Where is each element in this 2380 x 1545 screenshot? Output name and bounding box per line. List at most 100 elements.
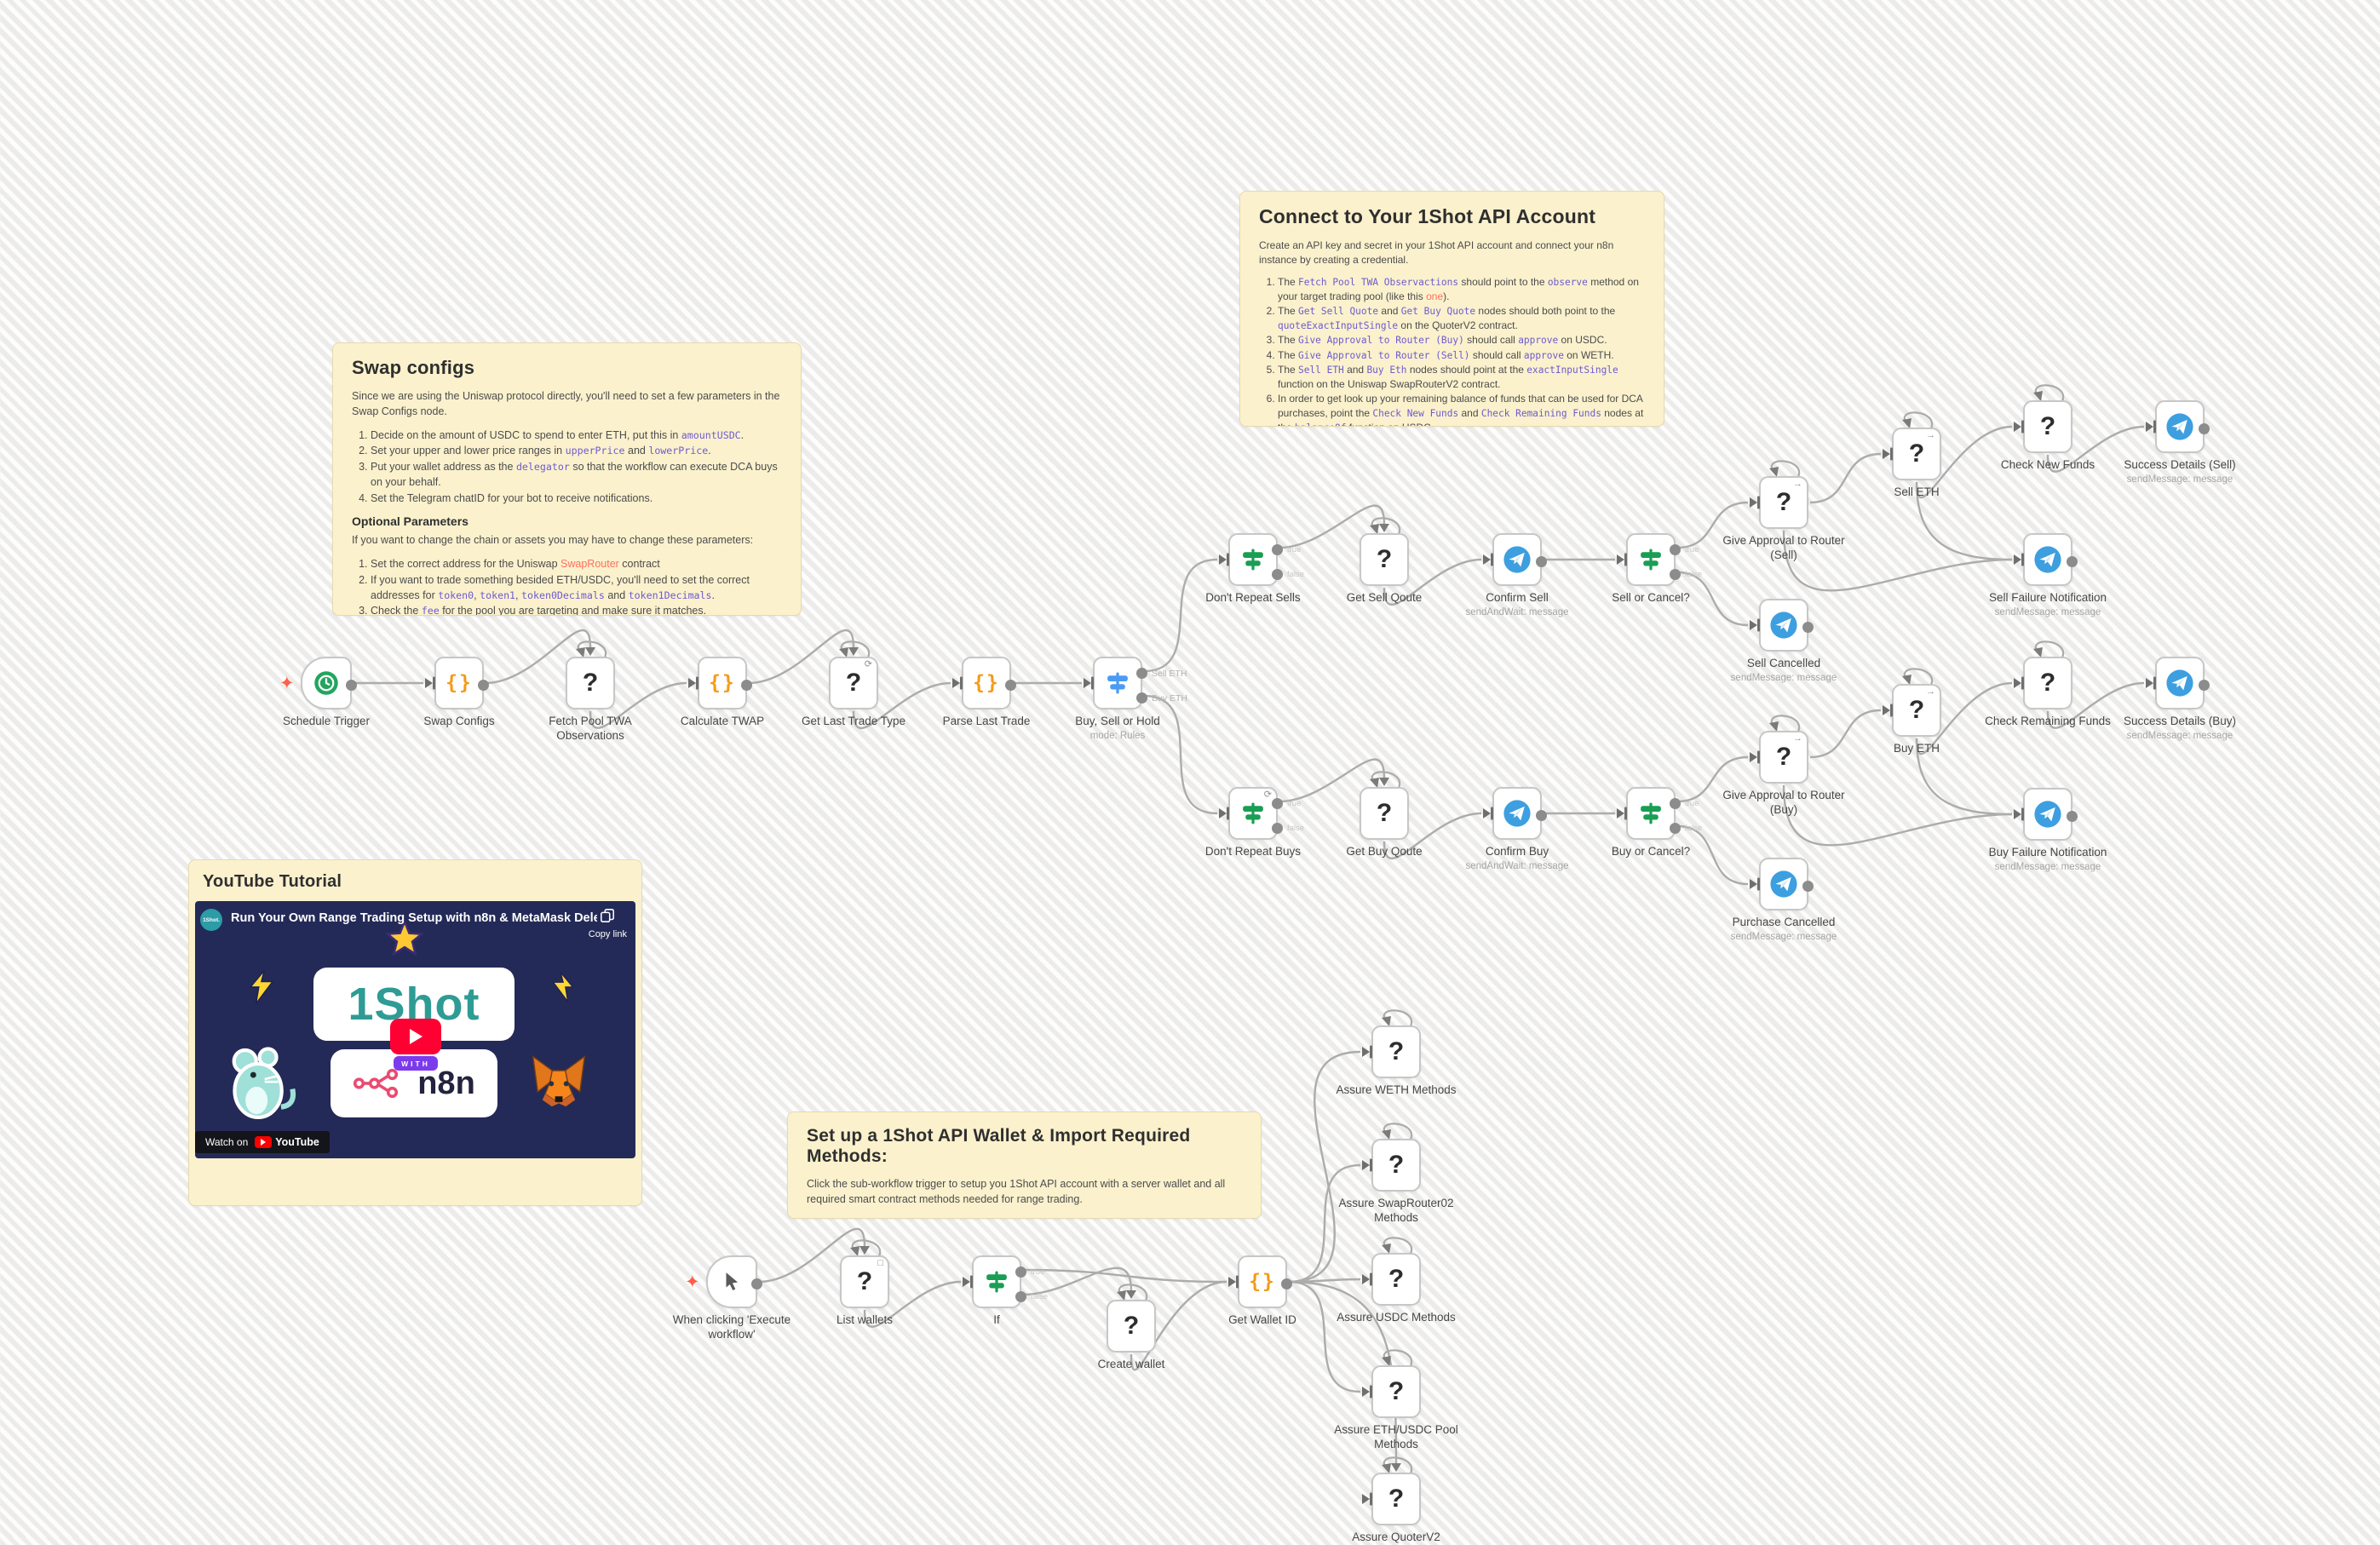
connection-lw-if[interactable]	[863, 1280, 962, 1328]
connection-fetch-calc[interactable]	[589, 681, 687, 729]
node-garb[interactable]: ?→Give Approval to Router(Buy)	[1722, 731, 1845, 816]
connection-gars-seth[interactable]	[1809, 452, 1882, 504]
node-a3[interactable]: ?Assure USDC Methods	[1337, 1253, 1456, 1324]
node-cnf[interactable]: ?Check New Funds	[2001, 400, 2095, 471]
node-parse[interactable]: {}Parse Last Trade	[943, 657, 1030, 727]
output-port-1[interactable]	[1670, 569, 1681, 580]
output-port-1[interactable]	[1272, 569, 1283, 580]
connection-seth-cnf[interactable]	[1915, 425, 2013, 499]
output-port-0[interactable]	[1670, 544, 1681, 555]
connection-drb-gbq[interactable]	[1279, 758, 1386, 803]
note-link[interactable]: one	[1426, 290, 1444, 302]
sticky-note-setup-wallet[interactable]: Set up a 1Shot API Wallet & Import Requi…	[787, 1111, 1262, 1219]
play-button[interactable]	[390, 1019, 441, 1054]
watch-on-youtube-button[interactable]: Watch on YouTube	[195, 1131, 330, 1153]
node-gars[interactable]: ?→Give Approval to Router(Sell)	[1722, 476, 1845, 561]
connection-gwid-a1[interactable]	[1288, 1050, 1361, 1284]
connection-soc-scan[interactable]	[1676, 571, 1749, 627]
input-port[interactable]	[2146, 422, 2159, 432]
connection-boc-pcan[interactable]	[1676, 824, 1749, 886]
connection-gwid-a2[interactable]	[1288, 1163, 1361, 1284]
input-port[interactable]	[1750, 497, 1762, 508]
video-title[interactable]: Run Your Own Range Trading Setup with n8…	[231, 911, 597, 925]
connection-cnf-sdsell[interactable]	[2046, 425, 2145, 473]
node-seth[interactable]: ?→Sell ETH	[1883, 428, 1941, 498]
output-port-0[interactable]	[1015, 1266, 1026, 1278]
connection-wct-lw[interactable]	[758, 1227, 866, 1284]
connection-bsh-drb[interactable]	[1143, 694, 1218, 815]
output-port-1[interactable]	[1015, 1291, 1026, 1302]
connection-getlast-parse[interactable]	[852, 681, 951, 730]
output-port-1[interactable]	[1670, 823, 1681, 834]
input-port[interactable]	[1883, 705, 1895, 715]
output-port[interactable]	[1802, 621, 1814, 633]
output-port[interactable]	[2199, 679, 2210, 691]
output-port[interactable]	[1802, 880, 1814, 892]
node-crf[interactable]: ?Check Remaining Funds	[1985, 657, 2111, 727]
input-port[interactable]	[952, 678, 965, 688]
input-port[interactable]	[1219, 554, 1232, 565]
output-port[interactable]	[2067, 810, 2078, 822]
input-port[interactable]	[1483, 554, 1496, 565]
node-gwid[interactable]: {}Get Wallet ID	[1228, 1255, 1296, 1326]
output-port[interactable]	[2199, 422, 2210, 434]
channel-avatar[interactable]: 1Shot.	[200, 909, 222, 931]
input-port[interactable]	[1617, 554, 1630, 565]
connection-soc-gars[interactable]	[1676, 501, 1749, 549]
input-port[interactable]	[2014, 678, 2026, 688]
output-port-1[interactable]	[1136, 692, 1147, 704]
node-gbq[interactable]: ?Get Buy Qoute	[1346, 787, 1423, 858]
node-calc[interactable]: {}Calculate TWAP	[681, 657, 764, 727]
input-port[interactable]	[1362, 1494, 1375, 1504]
connection-gsq-csell[interactable]	[1383, 558, 1482, 606]
output-port-0[interactable]	[1272, 544, 1283, 555]
input-port[interactable]	[1362, 1160, 1375, 1170]
input-port[interactable]	[1750, 752, 1762, 762]
sticky-note-connect-account[interactable]: Connect to Your 1Shot API Account Create…	[1239, 191, 1664, 427]
output-port[interactable]	[2067, 555, 2078, 567]
output-port-1[interactable]	[1272, 823, 1283, 834]
output-port[interactable]	[1281, 1278, 1292, 1289]
input-port[interactable]	[1228, 1277, 1241, 1287]
note-link[interactable]: SwapRouter	[561, 558, 619, 570]
input-port[interactable]	[1750, 879, 1762, 889]
connection-if-gwid[interactable]	[1022, 1268, 1227, 1284]
node-a5[interactable]: ?Assure QuoterV2	[1352, 1473, 1440, 1543]
connection-boc-garb[interactable]	[1676, 755, 1749, 803]
node-lw[interactable]: ?□List wallets	[836, 1255, 893, 1326]
input-port[interactable]	[1483, 808, 1496, 818]
connection-gwid-a4[interactable]	[1288, 1280, 1361, 1393]
node-schedule[interactable]: Schedule Trigger	[283, 657, 370, 727]
input-port[interactable]	[425, 678, 438, 688]
output-port[interactable]	[741, 679, 752, 691]
connection-bsh-drs[interactable]	[1143, 558, 1218, 673]
input-port[interactable]	[1219, 808, 1232, 818]
connection-garb-beth[interactable]	[1809, 709, 1882, 759]
output-port-0[interactable]	[1670, 798, 1681, 809]
connection-gars-sfail[interactable]	[1782, 530, 2013, 592]
input-port[interactable]	[2146, 678, 2159, 688]
input-port[interactable]	[1084, 678, 1096, 688]
output-port-0[interactable]	[1136, 668, 1147, 679]
youtube-video-player[interactable]: 1Shot. Run Your Own Range Trading Setup …	[195, 901, 635, 1158]
node-getlast[interactable]: ?⟳Get Last Trade Type	[802, 657, 905, 727]
input-port[interactable]	[1750, 620, 1762, 630]
output-port[interactable]	[1536, 809, 1547, 821]
node-sdsell[interactable]: Success Details (Sell)sendMessage: messa…	[2124, 400, 2236, 485]
input-port[interactable]	[2014, 554, 2026, 565]
connection-cw-gwid[interactable]	[1130, 1280, 1227, 1371]
node-swap[interactable]: {}Swap Configs	[423, 657, 495, 727]
input-port[interactable]	[688, 678, 701, 688]
node-gsq[interactable]: ?Get Sell Qoute	[1347, 533, 1422, 604]
node-a1[interactable]: ?Assure WETH Methods	[1336, 1025, 1457, 1096]
